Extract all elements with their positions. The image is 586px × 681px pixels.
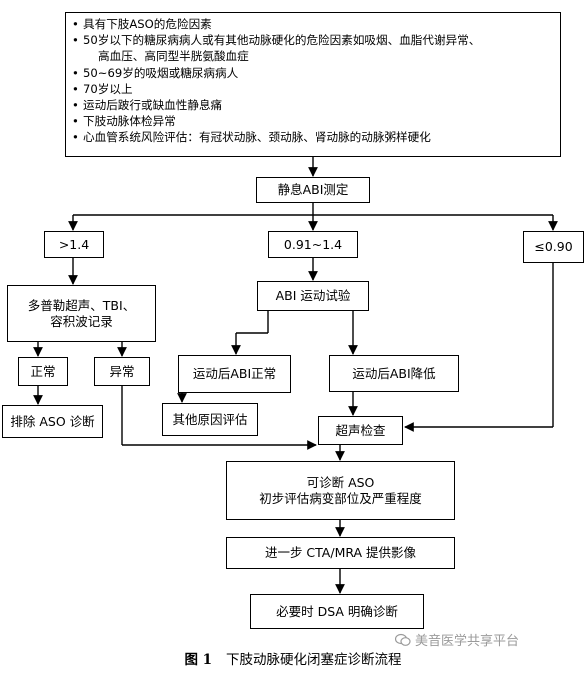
dsa-box: 必要时 DSA 明确诊断 bbox=[250, 594, 424, 629]
le-0-90-box: ≤0.90 bbox=[523, 231, 584, 263]
bullet-icon: • bbox=[72, 98, 79, 113]
risk-item: •50岁以下的糖尿病病人或有其他动脉硬化的危险因素如吸烟、血脂代谢异常、 bbox=[72, 33, 481, 48]
diagnose-line2: 初步评估病变部位及严重程度 bbox=[259, 490, 422, 506]
gt-1-4-box: >1.4 bbox=[44, 231, 104, 258]
bullet-icon: • bbox=[72, 130, 79, 145]
bullet-icon: • bbox=[72, 81, 79, 96]
risk-item: •具有下肢ASO的危险因素 bbox=[72, 17, 212, 31]
bullet-icon: • bbox=[72, 114, 79, 129]
caption-text: 下肢动脉硬化闭塞症诊断流程 bbox=[226, 652, 402, 668]
doppler-line1: 多普勒超声、TBI、 bbox=[27, 297, 136, 313]
wechat-icon bbox=[395, 633, 411, 646]
exclude-aso-box: 排除 ASO 诊断 bbox=[2, 405, 103, 438]
watermark-text: 美音医学共享平台 bbox=[415, 634, 520, 649]
risk-item-continuation: 高血压、高同型半胱氨酸血症 bbox=[98, 49, 249, 64]
bullet-icon: • bbox=[72, 17, 79, 31]
risk-item: •心血管系统风险评估：有冠状动脉、颈动脉、肾动脉的动脉粥样硬化 bbox=[72, 130, 431, 145]
risk-item: •70岁以上 bbox=[72, 81, 133, 96]
resting-abi-box: 静息ABI测定 bbox=[256, 177, 370, 203]
cta-mra-box: 进一步 CTA/MRA 提供影像 bbox=[226, 537, 455, 569]
other-causes-box: 其他原因评估 bbox=[162, 403, 258, 436]
figure-caption: 图 1 下肢动脉硬化闭塞症诊断流程 bbox=[0, 648, 586, 668]
ultrasound-box: 超声检查 bbox=[318, 416, 403, 445]
post-abi-normal-box: 运动后ABI正常 bbox=[178, 355, 291, 393]
diagnose-line1: 可诊断 ASO bbox=[306, 474, 375, 490]
normal-box: 正常 bbox=[18, 357, 68, 386]
doppler-box: 多普勒超声、TBI、 容积波记录 bbox=[7, 285, 156, 342]
diagnose-aso-box: 可诊断 ASO 初步评估病变部位及严重程度 bbox=[226, 461, 455, 520]
risk-factors-box: •具有下肢ASO的危险因素 •50岁以下的糖尿病病人或有其他动脉硬化的危险因素如… bbox=[65, 12, 561, 157]
abi-exercise-box: ABI 运动试验 bbox=[257, 281, 369, 311]
abnormal-box: 异常 bbox=[94, 357, 150, 386]
bullet-icon: • bbox=[72, 33, 79, 48]
risk-item: •50~69岁的吸烟或糖尿病病人 bbox=[72, 65, 239, 80]
bullet-icon: • bbox=[72, 65, 79, 80]
post-abi-low-box: 运动后ABI降低 bbox=[329, 355, 459, 392]
doppler-line2: 容积波记录 bbox=[50, 313, 113, 329]
mid-range-box: 0.91~1.4 bbox=[268, 231, 358, 258]
risk-item: •下肢动脉体检异常 bbox=[72, 114, 176, 129]
caption-label: 图 1 bbox=[184, 652, 213, 668]
risk-item: •运动后跛行或缺血性静息痛 bbox=[72, 98, 223, 113]
watermark: 美音医学共享平台 bbox=[395, 630, 519, 649]
